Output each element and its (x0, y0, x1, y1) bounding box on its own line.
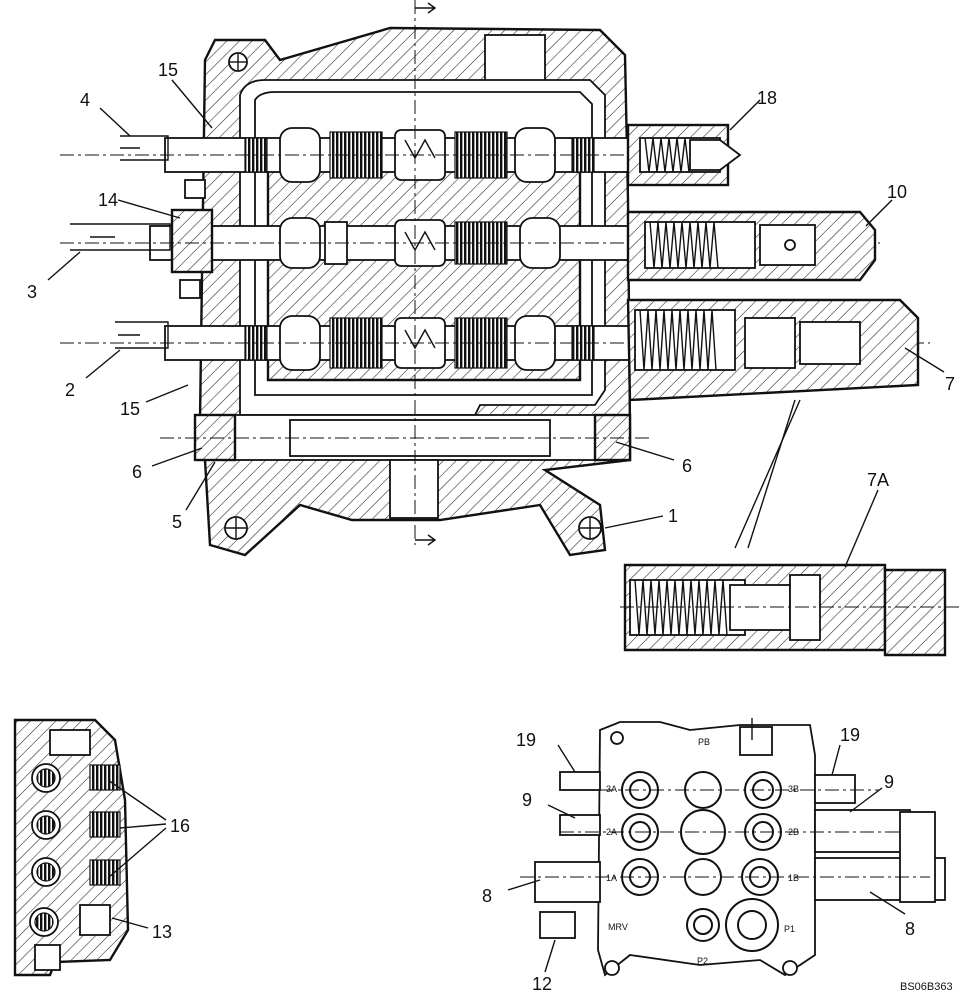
port-pb: PB (698, 737, 710, 747)
port-p1: P1 (784, 924, 795, 934)
port-2a: 2A (606, 827, 617, 837)
port-labels: PB 3A 3B 2A 2B 1A 1B MRV P1 P2 (606, 737, 799, 966)
callout-9a: 9 (522, 790, 532, 810)
callout-6a: 6 (132, 462, 142, 482)
external-view (520, 718, 946, 977)
port-2b: 2B (788, 827, 799, 837)
callout-15a: 15 (158, 60, 178, 80)
callout-8a: 8 (482, 886, 492, 906)
callout-7: 7 (945, 374, 955, 394)
lower-port (389, 459, 439, 519)
port-1a: 1A (606, 873, 617, 883)
callout-13: 13 (152, 922, 172, 942)
callout-labels: 15 4 18 14 10 3 2 15 7 6 6 5 1 7A 16 13 … (27, 60, 955, 994)
callout-19a: 19 (516, 730, 536, 750)
detail-7a (620, 399, 960, 657)
port-3b: 3B (788, 784, 799, 794)
callout-4: 4 (80, 90, 90, 110)
spool-stubs (70, 135, 214, 349)
callout-2: 2 (65, 380, 75, 400)
spring-cap-mid-10 (626, 210, 877, 282)
leader-lines (47, 79, 945, 973)
spring-cap-top (626, 123, 742, 187)
callout-5: 5 (172, 512, 182, 532)
callout-16: 16 (170, 816, 190, 836)
callout-7a: 7A (867, 470, 889, 490)
drawing-code: BS06B363 (900, 981, 953, 993)
callout-10: 10 (887, 182, 907, 202)
callout-9b: 9 (884, 772, 894, 792)
callout-3: 3 (27, 282, 37, 302)
callout-14: 14 (98, 190, 118, 210)
callout-12: 12 (532, 974, 552, 994)
port-1b: 1B (788, 873, 799, 883)
callout-15b: 15 (120, 399, 140, 419)
callout-8b: 8 (905, 919, 915, 939)
callout-6b: 6 (682, 456, 692, 476)
callout-19b: 19 (840, 725, 860, 745)
port-3a: 3A (606, 784, 617, 794)
callout-18: 18 (757, 88, 777, 108)
main-section-view (60, 0, 930, 557)
spring-cap-bottom-7 (626, 298, 920, 402)
callout-1: 1 (668, 506, 678, 526)
side-section-view (13, 718, 130, 977)
port-p2: P2 (697, 956, 708, 966)
port-mrv: MRV (608, 922, 628, 932)
